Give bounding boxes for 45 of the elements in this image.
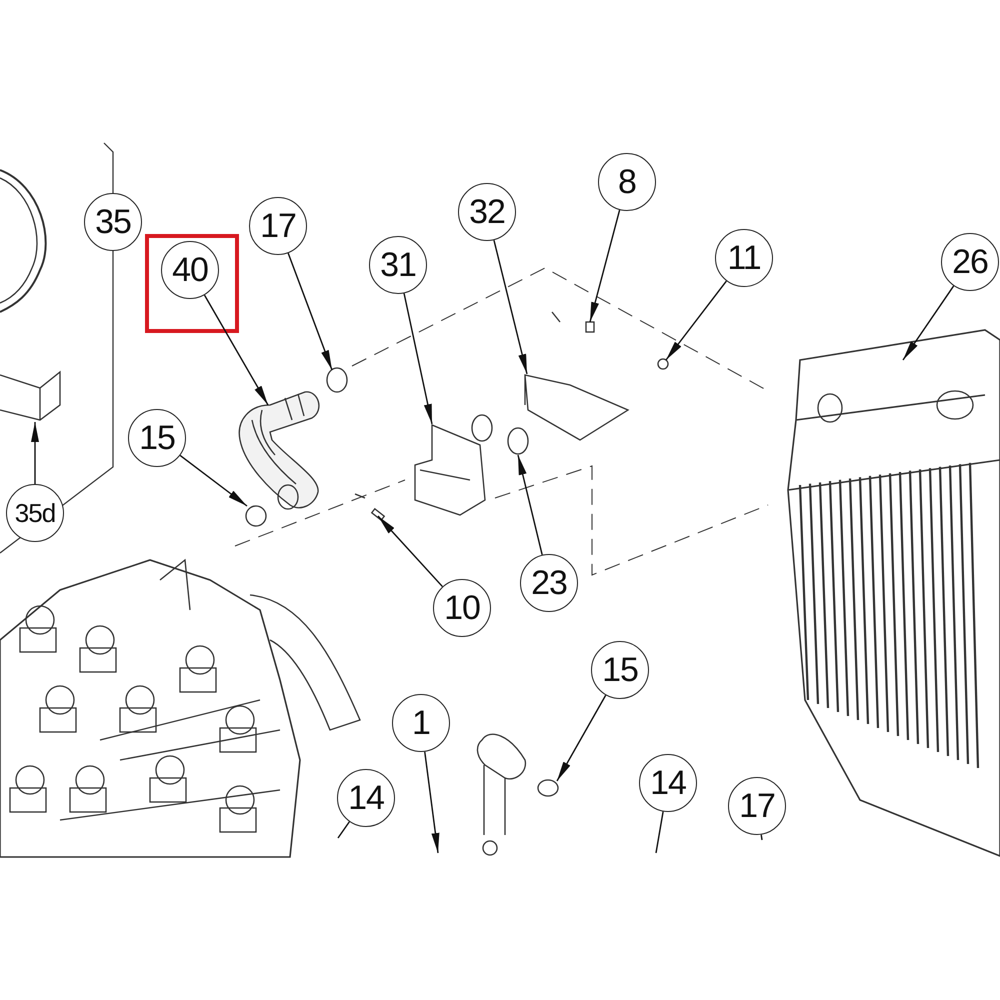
callout-number: 23: [531, 566, 567, 600]
callout-number: 32: [469, 195, 505, 229]
leader-arrow: [902, 286, 954, 360]
callout-number: 15: [602, 653, 638, 687]
callout-number: 1: [412, 706, 430, 740]
hose-clamp-drawing: [326, 367, 348, 393]
bushing-drawing: [471, 414, 529, 455]
mounting-plate-drawing: [524, 374, 630, 441]
callout-number: 14: [348, 781, 384, 815]
callout-number: 15: [139, 421, 175, 455]
callout-number: 17: [739, 789, 775, 823]
bolt-drawing: [370, 508, 386, 522]
nut-drawing: [657, 358, 669, 370]
leader-arrow: [665, 280, 727, 360]
callout-number: 31: [380, 248, 416, 282]
callout-number: 26: [952, 245, 988, 279]
leader-arrow: [204, 294, 269, 406]
leader-arrow: [180, 454, 248, 507]
leader-arrow: [589, 210, 620, 322]
leader-arrow: [377, 516, 443, 588]
leader-line: [337, 821, 350, 838]
callout-number: 35d: [14, 500, 56, 526]
callout-number: 14: [650, 766, 686, 800]
leader-line: [655, 811, 664, 854]
hose-clamp-drawing: [245, 505, 267, 527]
leader-arrow: [424, 752, 440, 854]
radiator-drawing: [787, 329, 1000, 858]
callout-number: 8: [618, 165, 636, 199]
leader-arrow: [556, 694, 606, 782]
bracket-drawing: [0, 370, 61, 421]
callout-number: 40: [172, 253, 208, 287]
hose-clamp-drawing: [537, 779, 559, 797]
bracket-drawing: [414, 424, 486, 516]
bolt-drawing: [585, 321, 595, 333]
callout-number: 35: [95, 205, 131, 239]
leader-arrow: [403, 293, 433, 424]
leader-line: [760, 834, 763, 840]
leader-arrow: [493, 240, 528, 374]
hose-drawing: [238, 391, 320, 510]
callout-number: 11: [727, 241, 761, 275]
leader-arrow: [288, 252, 333, 370]
leader-arrow: [517, 454, 543, 555]
leader-arrow: [31, 422, 39, 484]
callout-number: 10: [444, 591, 480, 625]
callout-number: 17: [260, 209, 296, 243]
